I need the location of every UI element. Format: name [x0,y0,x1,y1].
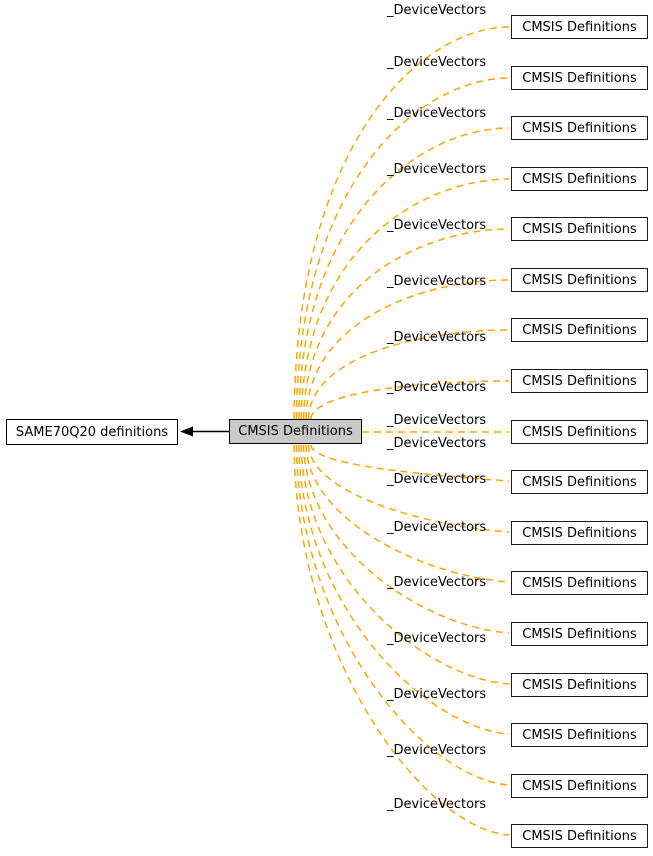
node-same70q20-definitions[interactable]: SAME70Q20 definitions [6,419,178,445]
node-label: CMSIS Definitions [522,727,637,743]
dashed-edge-devicevectors-15 [298,444,510,735]
node-label: CMSIS Definitions [522,778,637,794]
dashed-edge-devicevectors-1 [293,26,510,420]
node-cmsis-definitions-14[interactable]: CMSIS Definitions [511,673,648,697]
dashed-edge-devicevectors-8 [310,380,510,420]
node-cmsis-definitions-3[interactable]: CMSIS Definitions [511,116,648,140]
dashed-edge-devicevectors-2 [295,77,510,420]
node-cmsis-definitions-7[interactable]: CMSIS Definitions [511,318,648,342]
node-label: CMSIS Definitions [522,70,637,86]
node-label: CMSIS Definitions [522,525,637,541]
node-label: SAME70Q20 definitions [15,424,169,440]
dashed-edge-devicevectors-13 [302,444,510,634]
node-cmsis-definitions-15[interactable]: CMSIS Definitions [511,723,648,747]
node-cmsis-definitions-16[interactable]: CMSIS Definitions [511,774,648,798]
node-label: CMSIS Definitions [522,322,637,338]
node-label: CMSIS Definitions [238,424,353,439]
node-cmsis-definitions-10[interactable]: CMSIS Definitions [511,470,648,494]
node-label: CMSIS Definitions [522,828,637,844]
node-label: CMSIS Definitions [522,171,637,187]
node-label: CMSIS Definitions [522,221,637,237]
arrowhead-icon [180,426,193,437]
node-label: CMSIS Definitions [522,19,637,35]
dashed-edge-devicevectors-6 [305,279,510,420]
dashed-edge-devicevectors-4 [300,178,510,420]
node-cmsis-definitions-6[interactable]: CMSIS Definitions [511,268,648,292]
node-cmsis-definitions-current[interactable]: CMSIS Definitions [229,419,362,444]
node-cmsis-definitions-12[interactable]: CMSIS Definitions [511,571,648,595]
dashed-edge-devicevectors-12 [305,444,510,583]
node-label: CMSIS Definitions [522,626,637,642]
dashed-edge-devicevectors-7 [307,329,510,420]
node-label: CMSIS Definitions [522,272,637,288]
node-cmsis-definitions-8[interactable]: CMSIS Definitions [511,369,648,393]
node-cmsis-definitions-4[interactable]: CMSIS Definitions [511,167,648,191]
dashed-edge-devicevectors-3 [298,127,510,420]
node-cmsis-definitions-11[interactable]: CMSIS Definitions [511,521,648,545]
node-label: CMSIS Definitions [522,677,637,693]
node-cmsis-definitions-13[interactable]: CMSIS Definitions [511,622,648,646]
node-label: CMSIS Definitions [522,474,637,490]
node-cmsis-definitions-2[interactable]: CMSIS Definitions [511,66,648,90]
node-cmsis-definitions-9[interactable]: CMSIS Definitions [511,420,648,444]
dashed-edge-devicevectors-5 [302,228,510,420]
dashed-edge-devicevectors-10 [310,444,510,482]
node-cmsis-definitions-17[interactable]: CMSIS Definitions [511,824,648,848]
dashed-edge-devicevectors-11 [307,444,510,533]
node-label: CMSIS Definitions [522,120,637,136]
dashed-edge-devicevectors-16 [295,444,510,786]
node-cmsis-definitions-5[interactable]: CMSIS Definitions [511,217,648,241]
dashed-edge-devicevectors-17 [293,444,510,836]
node-label: CMSIS Definitions [522,373,637,389]
node-cmsis-definitions-1[interactable]: CMSIS Definitions [511,15,648,39]
node-label: CMSIS Definitions [522,575,637,591]
dashed-edge-devicevectors-14 [300,444,510,685]
node-label: CMSIS Definitions [522,424,637,440]
